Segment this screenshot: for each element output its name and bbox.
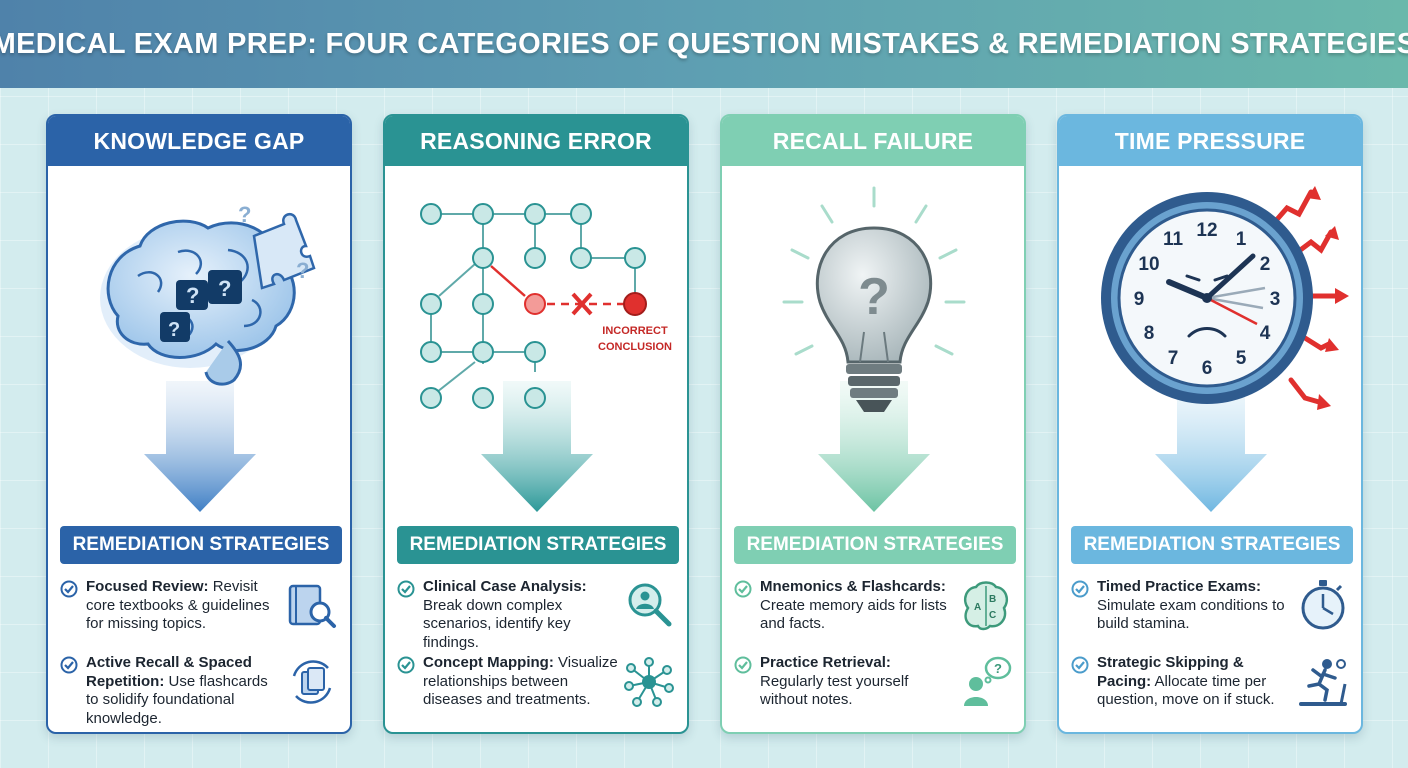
- down-arrow: [1155, 381, 1267, 512]
- strategy-active-recall: Active Recall & Spaced Repetition: Use f…: [60, 654, 342, 732]
- strategy-text: Regularly test yourself without notes.: [760, 672, 909, 709]
- svg-text:?: ?: [186, 283, 199, 308]
- strategy-mnemonics: Mnemonics & Flashcards: Create memory ai…: [734, 578, 1016, 658]
- strategy-clinical-case-analysis: Clinical Case Analysis: Break down compl…: [397, 578, 679, 658]
- stopwatch-icon: [1301, 580, 1345, 630]
- clock-number: 3: [1270, 289, 1281, 310]
- person-thinking-icon: ?: [964, 656, 1012, 706]
- check-circle-icon: [734, 656, 752, 674]
- card-title: TIME PRESSURE: [1059, 116, 1361, 166]
- check-circle-icon: [60, 656, 78, 674]
- flashcards-cycle-icon: [292, 660, 332, 704]
- clock-number: 4: [1260, 323, 1271, 344]
- strategy-text: Break down complex scenarios, identify k…: [423, 596, 571, 651]
- card-recall-failure: RECALL FAILURE ?: [720, 114, 1026, 734]
- down-arrow: [481, 381, 593, 512]
- strategy-heading: Focused Review:: [86, 578, 209, 595]
- svg-text:C: C: [989, 610, 996, 621]
- book-magnifier-icon: [288, 584, 336, 628]
- brain-abc-icon: A B C: [964, 581, 1008, 631]
- svg-text:B: B: [989, 594, 996, 605]
- runner-treadmill-icon: [1299, 659, 1347, 706]
- strategy-strategic-skipping: Strategic Skipping & Pacing: Allocate ti…: [1071, 654, 1353, 732]
- card-title: RECALL FAILURE: [722, 116, 1024, 166]
- strategy-heading: Timed Practice Exams:: [1097, 578, 1261, 595]
- card-time-pressure: TIME PRESSURE: [1057, 114, 1363, 734]
- strategy-practice-retrieval: Practice Retrieval: Regularly test yours…: [734, 654, 1016, 732]
- check-circle-icon: [734, 580, 752, 598]
- clock-number: 11: [1163, 229, 1184, 250]
- lightbulb-illustration: ?: [722, 166, 1024, 574]
- strategy-text: Allocate time per question, move on if s…: [1097, 672, 1275, 709]
- header-banner: MEDICAL EXAM PREP: FOUR CATEGORIES OF QU…: [0, 0, 1408, 88]
- clock-number: 2: [1260, 254, 1271, 275]
- strategy-heading: Concept Mapping:: [423, 654, 554, 671]
- clock-illustration: 12 1 2 3 4 5 6 7 8 9 10 11: [1059, 166, 1361, 574]
- puzzle-piece-icon: [252, 212, 316, 290]
- strategy-concept-mapping: Concept Mapping: Visualize relationships…: [397, 654, 679, 732]
- clock-number: 8: [1144, 323, 1155, 344]
- svg-text:?: ?: [218, 276, 231, 301]
- check-circle-icon: [60, 580, 78, 598]
- concept-map-icon: [624, 657, 674, 707]
- strategy-heading: Active Recall & Spaced Repetition:: [86, 654, 252, 690]
- strategy-text: Simulate exam conditions to build stamin…: [1097, 596, 1285, 633]
- arrowheads: [1307, 186, 1349, 410]
- clock-number: 6: [1202, 358, 1213, 379]
- brain-puzzle-illustration: ? ? ? ? ?: [48, 166, 350, 574]
- question-mark-icon: ?: [296, 258, 309, 283]
- check-circle-icon: [397, 656, 415, 674]
- lightbulb-icon: ?: [815, 226, 933, 412]
- clock-number: 7: [1168, 348, 1179, 369]
- svg-text:?: ?: [994, 661, 1002, 676]
- card-knowledge-gap: KNOWLEDGE GAP: [46, 114, 352, 734]
- down-arrow: [144, 381, 256, 512]
- remediation-banner: REMEDIATION STRATEGIES: [734, 526, 1016, 564]
- remediation-banner: REMEDIATION STRATEGIES: [60, 526, 342, 564]
- card-reasoning-error: REASONING ERROR: [383, 114, 689, 734]
- card-title: KNOWLEDGE GAP: [48, 116, 350, 166]
- strategy-focused-review: Focused Review: Revisit core textbooks &…: [60, 578, 342, 658]
- strategy-heading: Clinical Case Analysis:: [423, 578, 587, 595]
- card-title: REASONING ERROR: [385, 116, 687, 166]
- check-circle-icon: [397, 580, 415, 598]
- strategy-heading: Practice Retrieval:: [760, 654, 891, 671]
- check-circle-icon: [1071, 580, 1089, 598]
- x-mark-icon: [571, 292, 593, 316]
- strategy-text: Visualize relationships between diseases…: [423, 654, 618, 708]
- clock-number: 5: [1236, 348, 1247, 369]
- remediation-banner: REMEDIATION STRATEGIES: [1071, 526, 1353, 564]
- clock-icon: 12 1 2 3 4 5 6 7 8 9 10 11: [1101, 192, 1313, 404]
- strategy-timed-practice: Timed Practice Exams: Simulate exam cond…: [1071, 578, 1353, 658]
- remediation-banner: REMEDIATION STRATEGIES: [397, 526, 679, 564]
- svg-text:A: A: [974, 602, 981, 613]
- question-mark-icon: ?: [238, 202, 251, 227]
- strategy-heading: Mnemonics & Flashcards:: [760, 578, 946, 595]
- strategy-text: Use flashcards to solidify foundational …: [86, 672, 268, 727]
- strategy-text: Revisit core textbooks & guidelines for …: [86, 578, 270, 632]
- clock-number: 10: [1138, 254, 1159, 275]
- magnifier-person-icon: [628, 583, 672, 627]
- strategy-heading: Strategic Skipping & Pacing:: [1097, 654, 1244, 690]
- brain-icon: ? ? ?: [100, 219, 296, 386]
- svg-text:?: ?: [168, 319, 180, 341]
- clock-number: 1: [1236, 229, 1247, 250]
- check-circle-icon: [1071, 656, 1089, 674]
- down-arrow: [818, 381, 930, 512]
- page-title: MEDICAL EXAM PREP: FOUR CATEGORIES OF QU…: [0, 27, 1408, 60]
- svg-text:?: ?: [858, 268, 890, 326]
- clock-number: 12: [1196, 220, 1217, 241]
- clock-number: 9: [1134, 289, 1145, 310]
- glow-rays: [782, 186, 966, 356]
- strategy-text: Create memory aids for lists and facts.: [760, 596, 947, 633]
